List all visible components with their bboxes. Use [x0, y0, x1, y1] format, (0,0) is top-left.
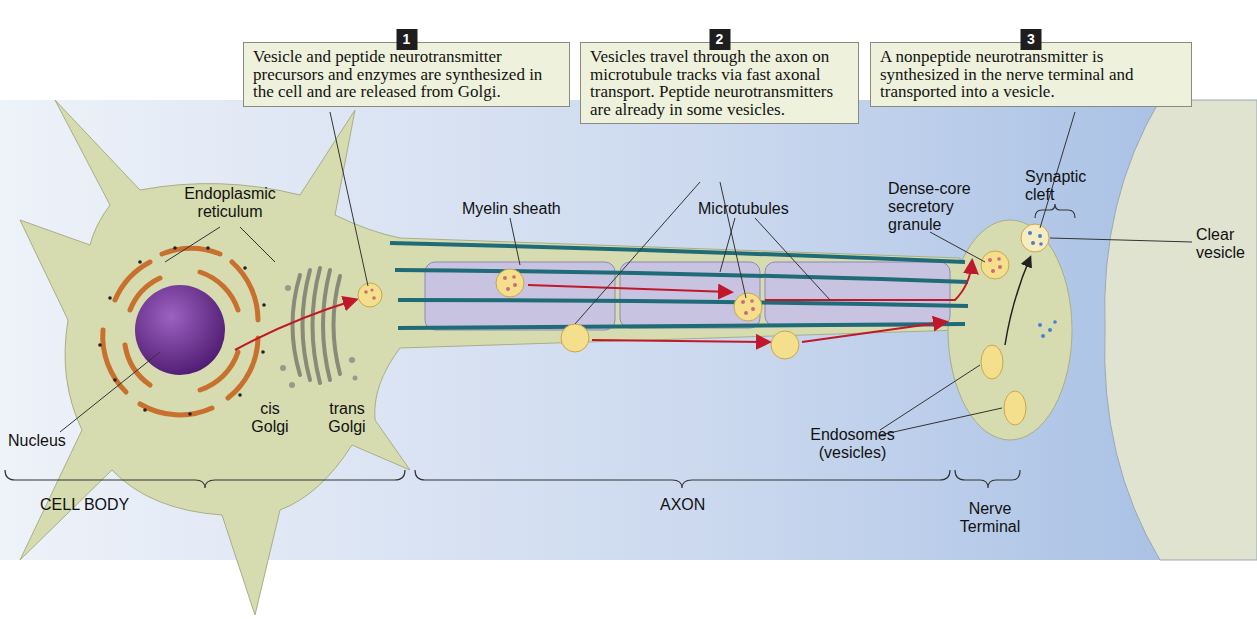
microtubules — [390, 243, 968, 328]
part-label: Microtubules — [698, 200, 818, 218]
leader-lines — [60, 112, 1192, 435]
callout-box: 1Vesicle and peptide neurotransmitter pr… — [243, 42, 570, 107]
callout-text: Vesicles travel through the axon on micr… — [590, 48, 850, 118]
golgi-stack — [293, 268, 341, 383]
part-label: Nerve Terminal — [950, 500, 1030, 536]
endosomes — [981, 345, 1026, 425]
part-label: Clear vesicle — [1196, 226, 1256, 262]
neuron-body — [20, 100, 960, 615]
clear-vesicles — [561, 224, 1049, 359]
part-label: trans Golgi — [322, 400, 372, 436]
golgi-vesicles — [280, 285, 358, 388]
part-label: AXON — [660, 496, 740, 514]
neurotransmitter-dots — [1028, 231, 1057, 338]
endoplasmic-reticulum — [103, 248, 258, 415]
callout-text: Vesicle and peptide neurotransmitter pre… — [253, 48, 561, 101]
peptide-dots — [364, 257, 1002, 315]
part-label: cis Golgi — [248, 400, 292, 436]
callout-text: A nonpeptide neurotransmitter is synthes… — [880, 48, 1183, 101]
part-label: Nucleus — [8, 432, 88, 450]
callout-box: 2Vesicles travel through the axon on mic… — [580, 42, 859, 124]
ribosomes — [98, 246, 266, 416]
transport-arrow — [235, 300, 355, 350]
part-label: Synaptic cleft — [1025, 168, 1095, 204]
part-label: Endoplasmic reticulum — [170, 185, 290, 221]
part-label: Endosomes (vesicles) — [800, 426, 905, 462]
part-label: Myelin sheath — [462, 200, 582, 218]
nerve-terminal — [948, 220, 1072, 440]
part-label: Dense-core secretory granule — [888, 180, 984, 234]
postsynaptic-cell — [1105, 100, 1257, 560]
dense-core-vesicles — [358, 251, 1009, 321]
callout-box: 3A nonpeptide neurotransmitter is synthe… — [870, 42, 1192, 107]
terminal-join — [950, 260, 964, 328]
callout-number: 1 — [396, 29, 417, 50]
callout-number: 3 — [1021, 29, 1042, 50]
part-label: CELL BODY — [40, 496, 160, 514]
callout-number: 2 — [709, 29, 730, 50]
brackets — [5, 204, 1075, 488]
recycle-arrow — [1005, 258, 1030, 345]
